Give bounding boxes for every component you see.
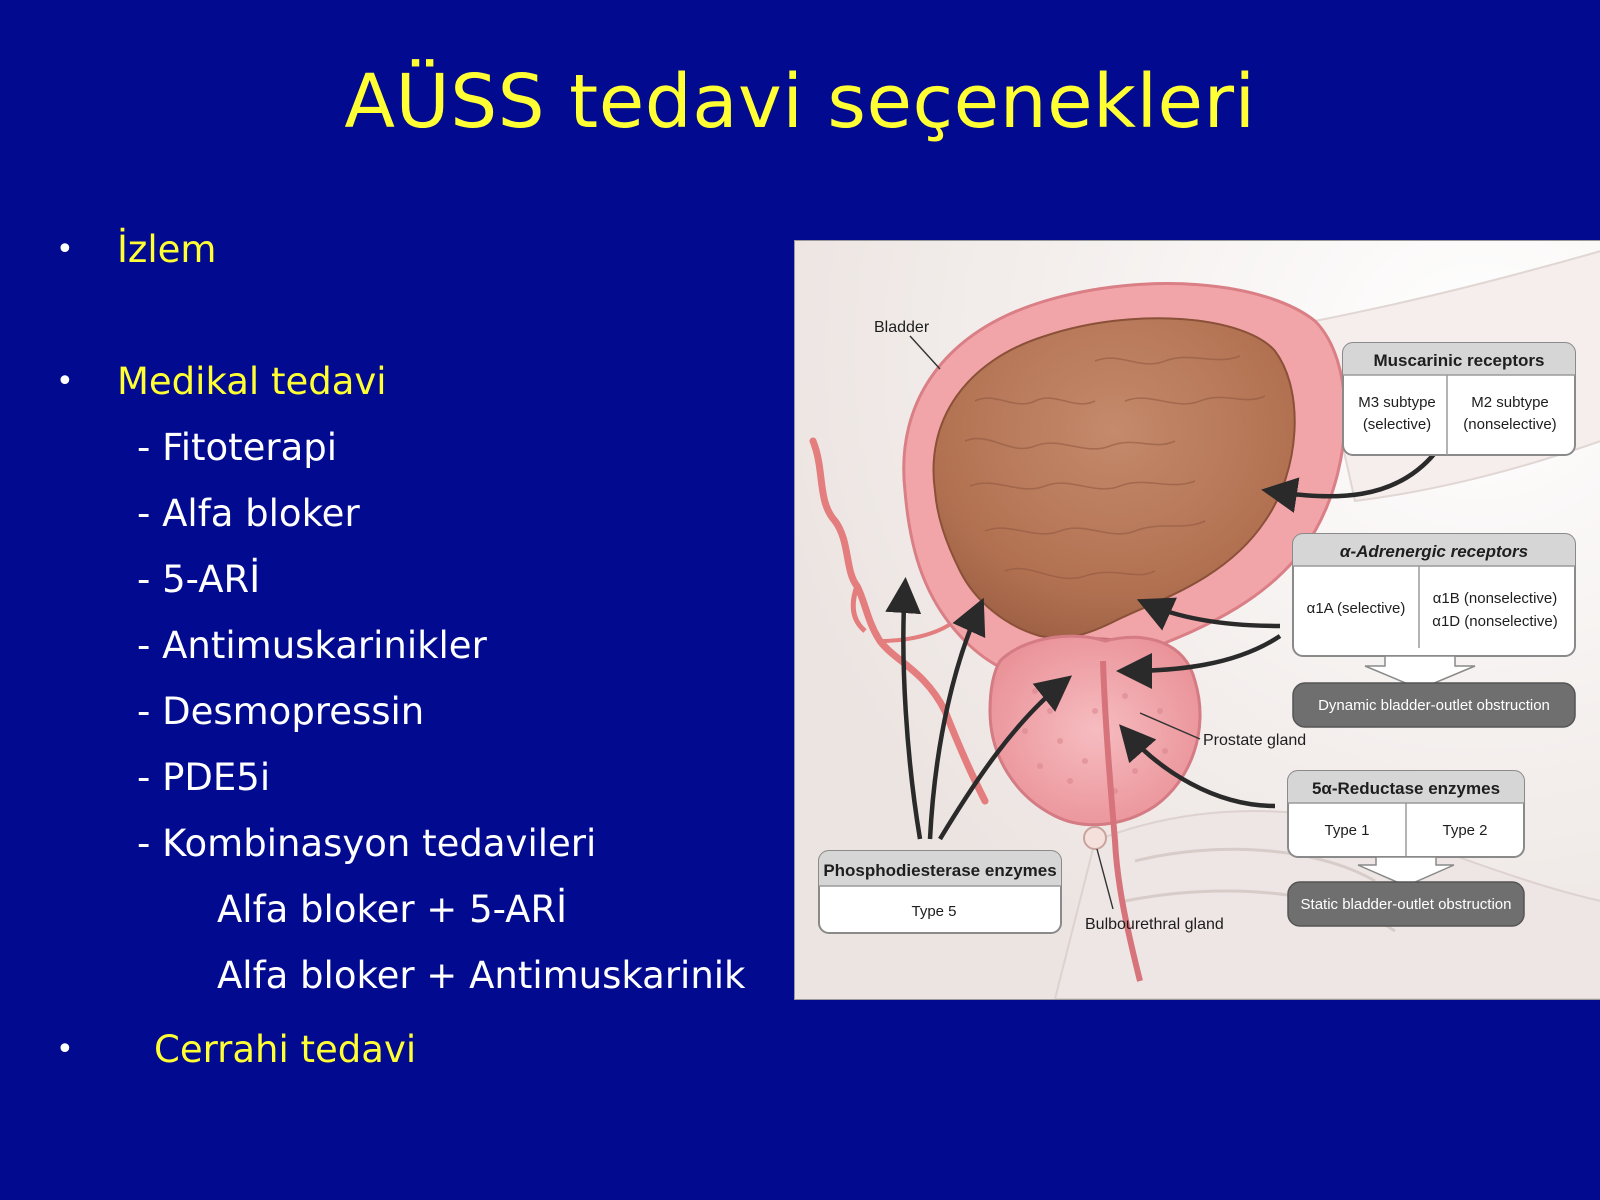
adrenergic-title: α-Adrenergic receptors <box>1340 542 1528 561</box>
m3-subtype-line1: M3 subtype <box>1358 394 1436 411</box>
type2-label: Type 2 <box>1442 822 1487 839</box>
bullet-dot-icon: • <box>56 232 74 267</box>
adrenergic-receptors-box: α-Adrenergic receptors α1A (selective) α… <box>1292 533 1576 728</box>
bullet-izlem-text: İzlem <box>117 228 217 271</box>
bullet-dot-icon: • <box>56 1032 74 1067</box>
slide-title: AÜSS tedavi seçenekleri <box>344 59 1256 145</box>
reductase-enzymes-box: 5α-Reductase enzymes Type 1 Type 2 Stati… <box>1287 770 1525 927</box>
artery-shape <box>809 437 989 805</box>
pde-type5-label: Type 5 <box>911 903 956 920</box>
muscarinic-title: Muscarinic receptors <box>1373 351 1544 370</box>
medikal-item: - 5-ARİ <box>137 558 261 601</box>
kombinasyon-item: Alfa bloker + 5-ARİ <box>217 888 568 931</box>
kombinasyon-item: Alfa bloker + Antimuskarinik <box>217 954 746 997</box>
medikal-item: - Desmopressin <box>137 690 425 733</box>
bladder-label: Bladder <box>874 319 930 336</box>
down-arrow-icon <box>1364 655 1476 690</box>
medikal-item: - Kombinasyon tedavileri <box>137 822 597 865</box>
medikal-item: - Fitoterapi <box>137 426 338 469</box>
reductase-title: 5α-Reductase enzymes <box>1312 779 1500 798</box>
type1-label: Type 1 <box>1324 822 1369 839</box>
m3-subtype-line2: (selective) <box>1363 416 1431 433</box>
phosphodiesterase-box: Phosphodiesterase enzymes Type 5 <box>818 850 1062 934</box>
m2-subtype-line2: (nonselective) <box>1463 416 1556 433</box>
down-arrow-icon <box>1357 856 1455 887</box>
bulbourethral-label: Bulbourethral gland <box>1085 916 1224 933</box>
medikal-item: - Antimuskarinikler <box>137 624 487 667</box>
prostate-anatomy-figure: Bladder Prostate gland Bulbourethral gla… <box>794 240 1600 1000</box>
medikal-item: - Alfa bloker <box>137 492 360 535</box>
alpha1b-label: α1B (nonselective) <box>1433 590 1558 607</box>
bullet-cerrahi-text: Cerrahi tedavi <box>154 1028 417 1071</box>
bullet-dot-icon: • <box>56 364 74 399</box>
static-obstruction-label: Static bladder-outlet obstruction <box>1301 896 1512 913</box>
muscarinic-receptors-box: Muscarinic receptors M3 subtype (selecti… <box>1342 342 1576 456</box>
m2-subtype-line1: M2 subtype <box>1471 394 1549 411</box>
alpha1a-label: α1A (selective) <box>1307 600 1406 617</box>
bulbourethral-gland-shape <box>1083 826 1107 850</box>
bladder-rugae <box>964 355 1266 580</box>
pde-title: Phosphodiesterase enzymes <box>823 861 1056 880</box>
dynamic-obstruction-label: Dynamic bladder-outlet obstruction <box>1318 697 1550 714</box>
bullet-medikal-text: Medikal tedavi <box>117 360 387 403</box>
prostate-label: Prostate gland <box>1203 732 1306 749</box>
medikal-item: - PDE5i <box>137 756 271 799</box>
arrows-group <box>885 451 1437 841</box>
urethra-shape <box>1100 660 1143 982</box>
anatomy-illustration: Bladder Prostate gland Bulbourethral gla… <box>795 241 1600 999</box>
alpha1d-label: α1D (nonselective) <box>1432 613 1557 630</box>
